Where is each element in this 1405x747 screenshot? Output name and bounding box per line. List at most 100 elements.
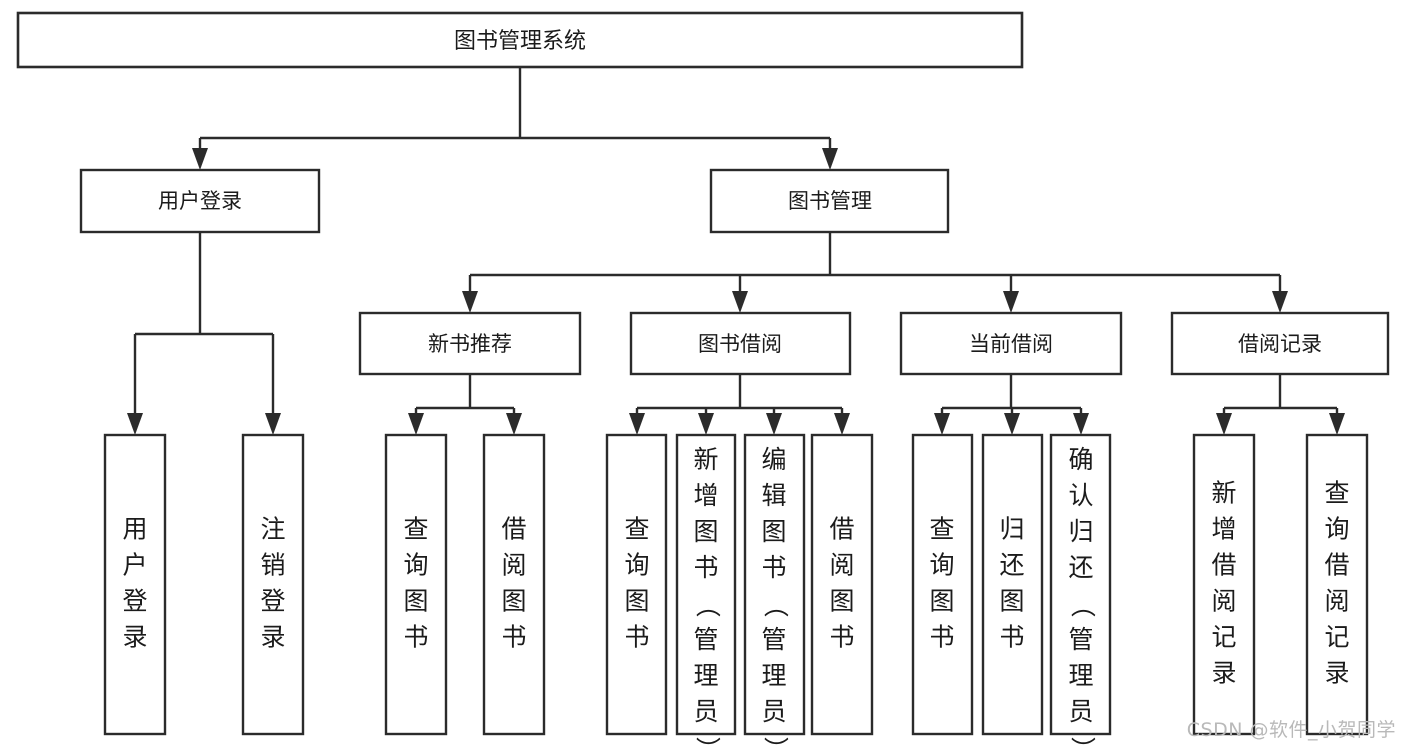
leaf-label-char: 增 [1211, 515, 1236, 544]
leaf-label-char: 理 [1068, 661, 1093, 690]
node-new-book-recommendation-box[interactable] [358, 311, 582, 376]
leaf-box[interactable] [384, 433, 448, 736]
leaf-label-char: 书 [693, 553, 718, 582]
leaf-label-char: 询 [1324, 515, 1349, 544]
leaf-label-char: 书 [624, 623, 649, 652]
leaf-label-char: 查 [403, 515, 428, 544]
node-user-login-label: 用户登录 [158, 189, 242, 213]
node-root-box[interactable] [16, 11, 1024, 69]
leaf-label-char: 记 [1324, 623, 1349, 652]
node-current-borrowing-label: 当前借阅 [969, 332, 1053, 356]
leaf-box[interactable] [810, 433, 874, 736]
leaf-label-char: 录 [260, 623, 285, 652]
leaf-label-char: 辑 [761, 481, 786, 510]
leaf-label-char: 书 [929, 623, 954, 652]
leaf-label-char: ） [1068, 736, 1097, 747]
leaf-label-char: 登 [122, 587, 147, 616]
arrow-head-icon [506, 413, 522, 435]
leaf-label-char: 员 [761, 697, 786, 726]
leaf-box[interactable] [743, 433, 806, 736]
arrow-head-icon [1216, 413, 1232, 435]
node-new-book-recommendation[interactable]: 新书推荐 [358, 311, 582, 376]
leaf-label-char: 管 [1068, 625, 1093, 654]
leaf-box[interactable] [1192, 433, 1256, 736]
node-borrowing-records-box[interactable] [1170, 311, 1390, 376]
leaf-label-char: 理 [761, 661, 786, 690]
leaf-box[interactable] [1305, 433, 1369, 736]
leaf-box[interactable] [605, 433, 668, 736]
node-book-management-label: 图书管理 [788, 189, 872, 213]
leaf-node[interactable]: 用户登录 [103, 433, 167, 736]
leaf-box[interactable] [482, 433, 546, 736]
leaf-box[interactable] [675, 433, 737, 736]
leaf-label-char: 图 [693, 517, 718, 546]
leaf-label-char: 图 [761, 517, 786, 546]
leaf-label-char: 还 [1068, 553, 1093, 582]
leaf-label-char: 销 [260, 551, 285, 580]
leaf-label-char: 注 [260, 515, 285, 544]
node-book-management-box[interactable] [709, 168, 950, 234]
leaf-label-char: 录 [1211, 659, 1236, 688]
node-book-borrowing-box[interactable] [629, 311, 852, 376]
leaf-label-char: 登 [260, 587, 285, 616]
leaf-label-char: 借 [501, 515, 526, 544]
node-current-borrowing-box[interactable] [899, 311, 1123, 376]
arrow-head-icon [265, 413, 281, 435]
node-user-login[interactable]: 用户登录 [79, 168, 321, 234]
leaf-box[interactable] [1049, 433, 1112, 736]
leaf-label-char: 编 [761, 445, 786, 474]
leaf-label-char: 员 [693, 697, 718, 726]
node-root-book-management-system[interactable]: 图书管理系统 [16, 11, 1024, 69]
leaf-label-char: 书 [501, 623, 526, 652]
node-root-label: 图书管理系统 [454, 29, 586, 54]
leaf-label-char: 借 [1211, 551, 1236, 580]
leaf-box[interactable] [241, 433, 305, 736]
arrow-head-icon [732, 291, 748, 313]
leaf-label-char: 阅 [829, 551, 854, 580]
node-new-book-recommendation-label: 新书推荐 [428, 332, 512, 356]
node-borrowing-records[interactable]: 借阅记录 [1170, 311, 1390, 376]
leaf-box[interactable] [981, 433, 1044, 736]
leaf-box[interactable] [103, 433, 167, 736]
leaf-label-char: 书 [999, 623, 1024, 652]
node-book-borrowing[interactable]: 图书借阅 [629, 311, 852, 376]
leaf-label-char: 用 [122, 515, 147, 544]
leaf-label-char: 询 [929, 551, 954, 580]
leaf-label-char: 图 [403, 587, 428, 616]
arrow-head-icon [698, 413, 714, 435]
leaf-label-char: 户 [122, 551, 147, 580]
leaf-label-char: ） [761, 736, 790, 747]
leaf-label-char: 书 [403, 623, 428, 652]
leaf-label-char: 书 [829, 623, 854, 652]
node-user-login-box[interactable] [79, 168, 321, 234]
leaf-label-char: 新 [1211, 479, 1236, 508]
leaf-box[interactable] [911, 433, 974, 736]
leaf-label-char: 查 [929, 515, 954, 544]
leaf-label-char: 阅 [1324, 587, 1349, 616]
node-book-management[interactable]: 图书管理 [709, 168, 950, 234]
leaf-label-char: 借 [829, 515, 854, 544]
leaf-label-char: 阅 [501, 551, 526, 580]
node-current-borrowing[interactable]: 当前借阅 [899, 311, 1123, 376]
arrow-head-icon [408, 413, 424, 435]
